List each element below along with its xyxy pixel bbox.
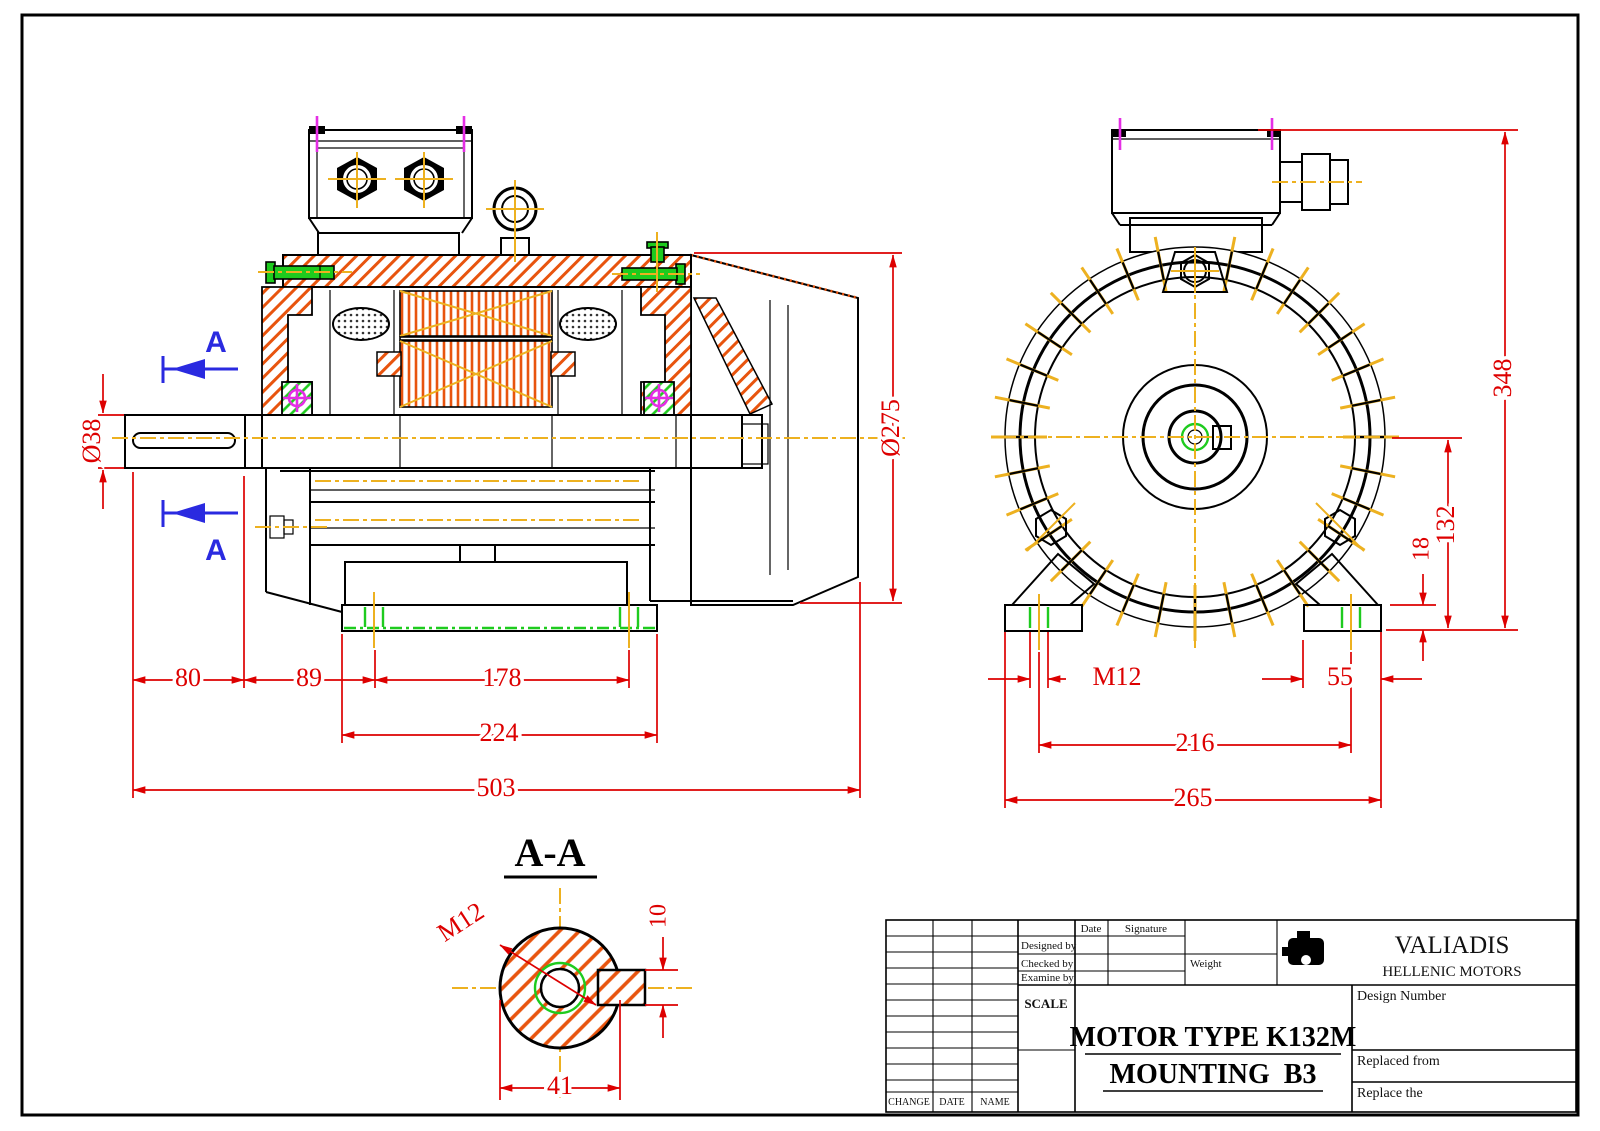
winding-end-turn-right bbox=[559, 307, 617, 341]
keyway-section bbox=[596, 968, 647, 1007]
terminal-box-front bbox=[1111, 118, 1362, 253]
info-cells: Design Number Replaced from Replace the bbox=[1351, 985, 1576, 1112]
shaft bbox=[124, 414, 769, 469]
cable-gland-left bbox=[328, 152, 386, 208]
mounting-title: MOUNTING B3 bbox=[1110, 1059, 1317, 1090]
dim-224: 224 bbox=[480, 718, 519, 747]
air-gap bbox=[399, 336, 553, 341]
dim-18: 18 bbox=[1409, 537, 1435, 561]
dim-503: 503 bbox=[477, 773, 516, 802]
bearing-rear bbox=[643, 381, 675, 416]
date-header: Date bbox=[1081, 923, 1102, 935]
dim-m12: M12 bbox=[1092, 662, 1141, 691]
section-mark-a-bottom: A bbox=[205, 534, 227, 567]
front-view bbox=[991, 118, 1399, 650]
motor-type-title: MOTOR TYPE K132M bbox=[1070, 1022, 1357, 1053]
dim-aa-m12: M12 bbox=[432, 896, 489, 947]
replaced-from-label: Replaced from bbox=[1357, 1054, 1440, 1069]
designed-by-label: Designed by bbox=[1021, 940, 1077, 952]
signature-grid: Date Signature Designed by Checked by Ex… bbox=[1018, 920, 1576, 1112]
side-view-dimensions: Ø38 80 89 178 224 503 Ø275 bbox=[73, 252, 908, 805]
eye-bolt bbox=[486, 180, 544, 262]
shaft-keyway-slot bbox=[132, 432, 236, 449]
section-mark-a-top: A bbox=[205, 326, 227, 359]
weight-label: Weight bbox=[1190, 958, 1222, 970]
company-cell: VALIADIS HELLENIC MOTORS bbox=[1282, 931, 1522, 980]
checked-by-label: Checked by bbox=[1021, 958, 1074, 970]
rear-endshield-hatch bbox=[692, 297, 774, 415]
section-aa-view: A-A M12 10 41 bbox=[429, 830, 692, 1103]
motor-feet-side bbox=[341, 592, 658, 648]
dim-frame-dia: Ø275 bbox=[876, 399, 905, 457]
examine-by-label: Examine by bbox=[1021, 972, 1074, 984]
side-section-view bbox=[112, 116, 905, 648]
drawing-title-cell: MOTOR TYPE K132M MOUNTING B3 bbox=[1070, 1022, 1357, 1092]
winding-end-turn-left bbox=[332, 307, 390, 341]
dim-aa-10: 10 bbox=[646, 904, 672, 928]
rotor-end-ring-left bbox=[376, 351, 402, 377]
drain-bolt-left bbox=[1026, 502, 1076, 552]
dim-aa-41: 41 bbox=[547, 1071, 573, 1100]
dim-shaft-dia: Ø38 bbox=[77, 419, 106, 464]
design-number-label: Design Number bbox=[1357, 989, 1446, 1004]
dim-178: 178 bbox=[483, 663, 522, 692]
change-col-header: CHANGE bbox=[888, 1097, 930, 1108]
drain-bolt-right bbox=[1315, 502, 1365, 552]
date-col-header: DATE bbox=[939, 1097, 965, 1108]
dim-265: 265 bbox=[1174, 783, 1213, 812]
section-aa-title: A-A bbox=[514, 830, 585, 875]
dim-216: 216 bbox=[1176, 728, 1215, 757]
company-subtitle: HELLENIC MOTORS bbox=[1382, 964, 1521, 980]
dim-55: 55 bbox=[1327, 662, 1353, 691]
company-name: VALIADIS bbox=[1395, 932, 1510, 959]
frame-bolts bbox=[258, 232, 700, 292]
valiadis-motor-logo-icon bbox=[1282, 931, 1324, 965]
scale-label: SCALE bbox=[1024, 996, 1067, 1011]
bearing-front bbox=[281, 381, 313, 416]
motor-feet-front bbox=[1004, 552, 1382, 650]
revision-table: CHANGE DATE NAME bbox=[886, 920, 1019, 1112]
dim-89: 89 bbox=[296, 663, 322, 692]
drawing-frame bbox=[20, 13, 1580, 1117]
name-col-header: NAME bbox=[980, 1097, 1009, 1108]
dim-348: 348 bbox=[1488, 359, 1517, 398]
rotor-end-ring-right bbox=[550, 351, 576, 377]
cable-gland-side-entry bbox=[1272, 153, 1362, 211]
dim-80: 80 bbox=[175, 663, 201, 692]
lower-frame bbox=[255, 468, 655, 613]
section-cut-marks: A A bbox=[161, 326, 238, 567]
terminal-box-side bbox=[308, 116, 473, 256]
signature-header: Signature bbox=[1125, 923, 1167, 935]
front-view-dimensions: M12 55 216 265 348 132 18 bbox=[988, 129, 1520, 815]
title-block: CHANGE DATE NAME Date Signature Designed… bbox=[885, 919, 1577, 1113]
dim-132: 132 bbox=[1431, 506, 1460, 545]
cable-gland-right bbox=[395, 152, 453, 208]
replace-the-label: Replace the bbox=[1357, 1086, 1423, 1101]
